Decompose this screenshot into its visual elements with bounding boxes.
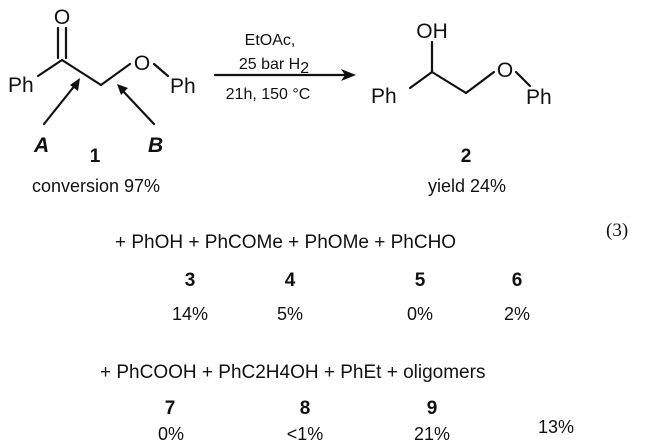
pressure-text: 25 bar H	[239, 56, 300, 73]
product-ether-oxygen-label: O	[497, 59, 513, 82]
compound-8-number: 8	[300, 398, 311, 419]
product-ph-left-label: Ph	[371, 85, 397, 108]
product-caption: yield 24%	[428, 176, 506, 196]
compound-5-yield: 0%	[407, 304, 433, 324]
condition-solvent: EtOAc,	[245, 32, 296, 49]
reactant-ph-right-label: Ph	[170, 75, 196, 98]
site-b-label: B	[148, 134, 163, 157]
hydroxyl-label: OH	[416, 20, 448, 43]
reactant-caption: conversion 97%	[32, 176, 160, 196]
compound-6-yield: 2%	[504, 304, 530, 324]
site-b-arrowhead	[117, 84, 128, 95]
carbonyl-oxygen-label: O	[54, 6, 70, 29]
compound-4-number: 4	[285, 270, 296, 291]
compound-9-number: 9	[427, 398, 438, 419]
compound-3-yield: 14%	[172, 304, 208, 324]
compound-7-number: 7	[165, 398, 176, 419]
oligomers-yield: 13%	[538, 417, 574, 437]
product-structure: OH Ph O Ph	[371, 20, 552, 109]
product-ph-bond	[408, 70, 434, 90]
site-a-arrowhead	[70, 78, 80, 91]
equation-number: (3)	[606, 220, 628, 241]
reaction-arrow-group: EtOAc, 25 bar H2 21h, 150 °C	[213, 32, 356, 103]
product-ch2-oxygen-bond	[464, 70, 496, 95]
compound-7-yield: 0%	[158, 424, 184, 444]
compound-8-yield: <1%	[287, 424, 324, 444]
product-ph-right-label: Ph	[526, 86, 552, 109]
reactant-number: 1	[90, 146, 101, 167]
site-b-arrow	[120, 88, 156, 126]
site-a-arrow	[42, 82, 78, 126]
compound-9-yield: 21%	[414, 424, 450, 444]
compound-3-number: 3	[185, 270, 196, 291]
compound-6-number: 6	[512, 270, 523, 291]
compound-5-number: 5	[415, 270, 426, 291]
product-number: 2	[461, 146, 472, 167]
reactant-structure: O Ph O Ph A B	[8, 6, 196, 157]
oxygen-ph-bond	[152, 62, 170, 78]
ph-carbonyl-bond	[36, 58, 64, 78]
reactant-ph-left-label: Ph	[8, 74, 34, 97]
product-oxygen-ph-bond	[514, 70, 532, 88]
ch2-oxygen-bond	[99, 62, 132, 87]
condition-pressure: 25 bar H2	[239, 56, 309, 77]
pressure-subscript: 2	[300, 60, 309, 77]
condition-time-temperature: 21h, 150 °C	[226, 86, 311, 103]
carbonyl-ch2-bond	[60, 58, 103, 87]
reaction-arrowhead	[341, 69, 356, 81]
compound-4-yield: 5%	[277, 304, 303, 324]
byproducts-row2-line: + PhCOOH + PhC2H4OH + PhEt + oligomers	[100, 362, 485, 383]
product-c-ch2-bond	[430, 70, 468, 95]
byproducts-row1-line: + PhOH + PhCOMe + PhOMe + PhCHO	[115, 232, 456, 253]
site-a-label: A	[33, 134, 49, 157]
ether-oxygen-label: O	[134, 52, 150, 75]
